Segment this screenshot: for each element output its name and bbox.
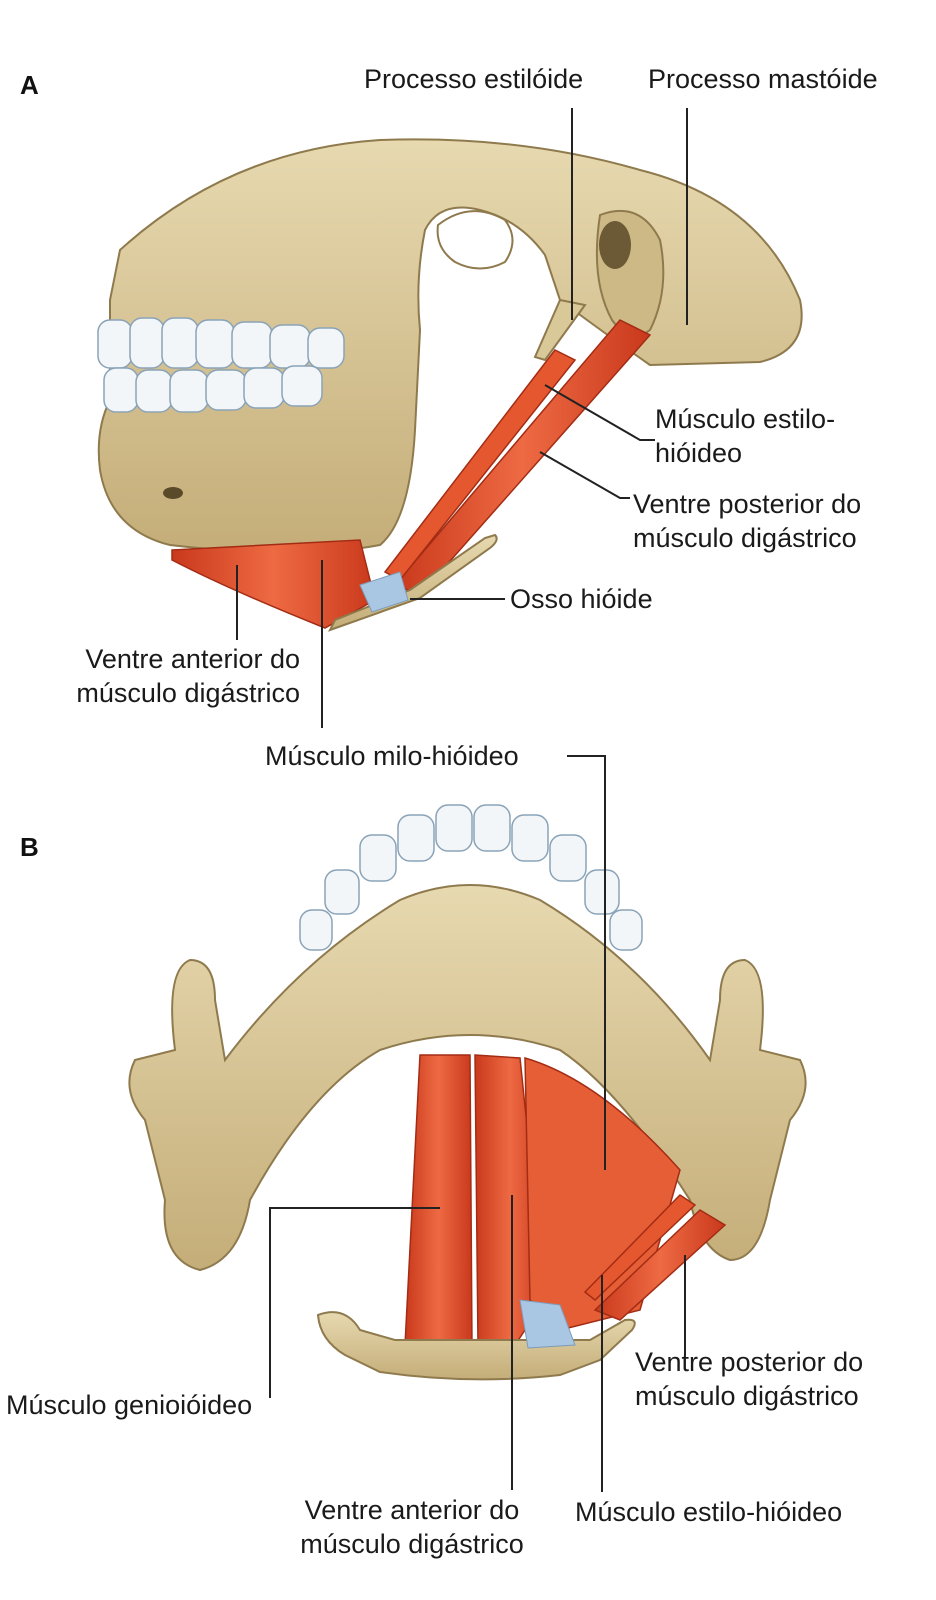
label-milo-hioideo: Músculo milo-hióideo bbox=[265, 741, 519, 771]
label-processo-mastoide: Processo mastóide bbox=[648, 64, 878, 94]
teeth-row bbox=[97, 317, 345, 413]
mandibular-notch bbox=[436, 210, 514, 270]
geniohyoid-muscle-b bbox=[404, 1054, 473, 1346]
leader-lines bbox=[236, 108, 688, 1492]
external-acoustic-meatus bbox=[599, 221, 631, 269]
anterior-digastric-muscle-a bbox=[171, 539, 376, 629]
mandible-bone-b bbox=[128, 884, 807, 1272]
label-ventre-posterior-a: Ventre posterior do músculo digástrico bbox=[633, 489, 862, 553]
label-genioioideo: Músculo genioióideo bbox=[6, 1390, 253, 1420]
mental-foramen bbox=[163, 487, 183, 499]
label-musculo-estilohioideo-a: Músculo estilo- hióideo bbox=[655, 404, 836, 468]
styloid-process bbox=[533, 298, 587, 362]
label-ventre-anterior-b: Ventre anterior do músculo digástrico bbox=[300, 1495, 524, 1559]
label-ventre-posterior-b: Ventre posterior do músculo digástrico bbox=[635, 1347, 864, 1411]
panel-label-b: B bbox=[20, 832, 39, 862]
mandible-inferior-view bbox=[128, 804, 807, 1381]
label-estilohioideo-b: Músculo estilo-hióideo bbox=[575, 1497, 843, 1527]
teeth-arch-b bbox=[299, 804, 643, 951]
mylohyoid-muscle-b bbox=[524, 1056, 681, 1331]
label-osso-hioide: Osso hióide bbox=[510, 584, 653, 614]
hyoid-bone-b bbox=[316, 1311, 636, 1381]
panel-label-a: A bbox=[20, 70, 39, 100]
posterior-digastric-muscle-b bbox=[593, 1209, 727, 1321]
intermediate-tendon-b bbox=[519, 1299, 576, 1349]
skull-lateral-view bbox=[97, 138, 803, 632]
label-processo-estiloide: Processo estilóide bbox=[364, 64, 584, 94]
stylohyoid-muscle-b bbox=[583, 1194, 697, 1301]
posterior-digastric-muscle-a bbox=[393, 319, 652, 596]
intermediate-tendon-a bbox=[359, 571, 409, 613]
label-ventre-anterior-a: Ventre anterior do músculo digástrico bbox=[76, 644, 300, 708]
